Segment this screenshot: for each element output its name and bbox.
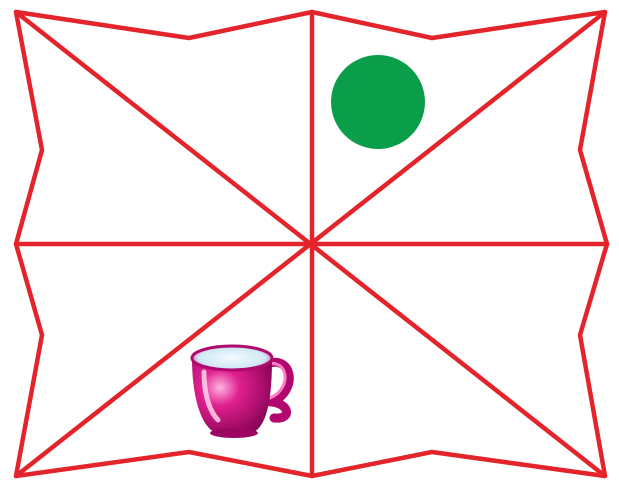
green-circle-icon (331, 55, 425, 149)
pink-cup-icon (192, 346, 289, 438)
